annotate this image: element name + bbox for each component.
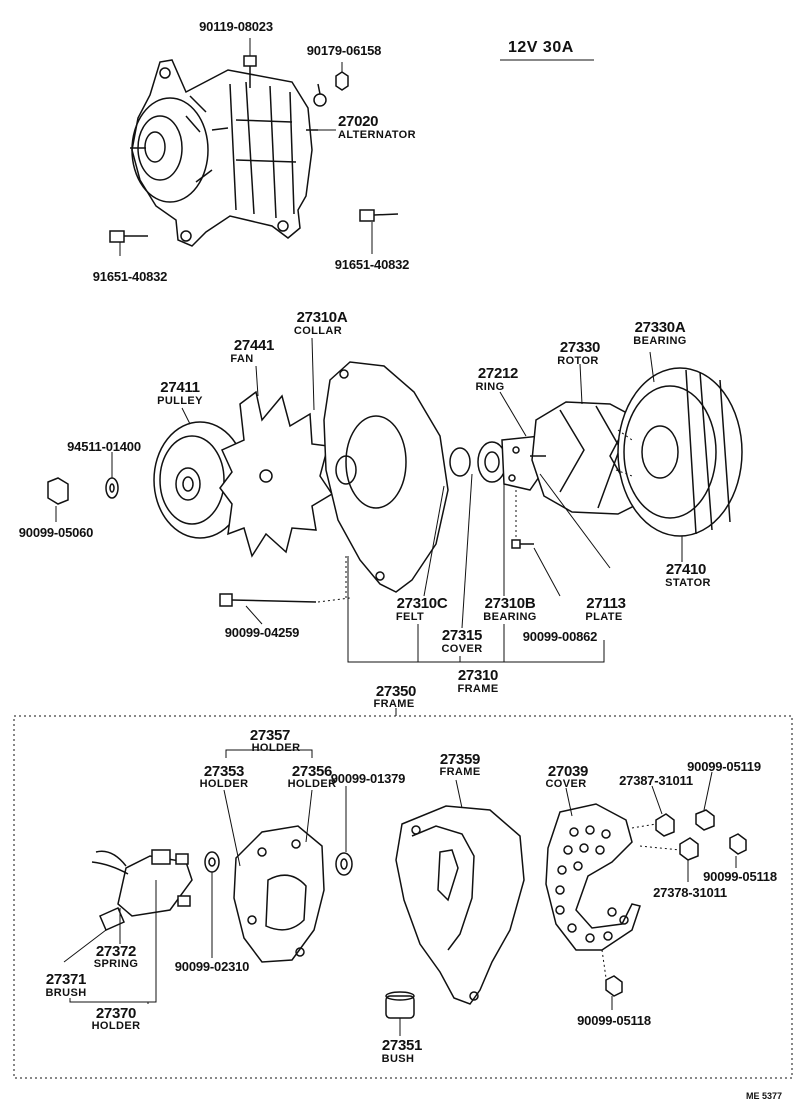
- top-nut-illustration: [335, 62, 349, 91]
- part-name-holder-c: HOLDER: [91, 1020, 141, 1032]
- part-name-bearing-b: BEARING: [483, 611, 537, 623]
- part-number-collar: 27310A: [296, 309, 348, 326]
- part-number-felt: 27310C: [396, 595, 448, 612]
- part-name-holder-a: HOLDER: [199, 778, 249, 790]
- part-number-ring: 27212: [477, 365, 519, 382]
- part-name-pulley: PULLEY: [157, 395, 203, 407]
- part-number-frame: 27310: [457, 667, 499, 684]
- part-number-holder-c: 27370: [95, 1005, 137, 1022]
- part-name-spring: SPRING: [93, 958, 139, 970]
- part-number-insulator-a: 27387-31011: [619, 773, 693, 788]
- part-name-felt: FELT: [395, 611, 425, 623]
- part-name-rectifier-cover: COVER: [545, 778, 587, 790]
- part-name-ring: RING: [475, 381, 505, 393]
- mount-bolt-left-illustration: [109, 230, 148, 256]
- part-number-brush: 27371: [45, 971, 87, 988]
- part-number-bearing-a: 27330A: [634, 319, 686, 336]
- part-name-cover: COVER: [441, 643, 483, 655]
- part-number-plate: 27113: [586, 595, 626, 612]
- through-bolt-illustration: [219, 556, 351, 607]
- part-name-holder-b: HOLDER: [287, 778, 337, 790]
- insulators-illustration: [601, 809, 747, 997]
- part-number-plate-screw: 90099-00862: [522, 629, 598, 644]
- part-number-nut-b: 90099-05118: [703, 869, 777, 884]
- part-name-bush: BUSH: [381, 1053, 415, 1065]
- part-number-mount-bolt-left: 91651-40832: [92, 269, 168, 284]
- part-number-washer: 94511-01400: [67, 439, 141, 454]
- part-number-cover: 27315: [441, 627, 483, 644]
- part-number-holder-a: 27353: [203, 763, 245, 780]
- part-number-rotor: 27330: [559, 339, 601, 356]
- washer-small-illustration: [105, 477, 119, 499]
- part-number-rear-frame: 27359: [439, 751, 481, 768]
- front-frame-illustration: [323, 361, 449, 593]
- felt-cover-illustration: [449, 441, 507, 483]
- part-number-nut-c: 90099-05118: [577, 1013, 651, 1028]
- part-number-top-nut: 90179-06158: [306, 43, 382, 58]
- part-number-stator: 27410: [665, 561, 707, 578]
- part-number-nut-a: 90099-05119: [687, 759, 761, 774]
- part-number-washer-right: 90099-01379: [330, 771, 406, 786]
- reference-code: ME 5377: [746, 1091, 783, 1101]
- plate-screw-illustration: [511, 490, 534, 549]
- part-number-top-bolt: 90119-08023: [199, 19, 273, 34]
- part-name-brush: BRUSH: [45, 987, 87, 999]
- part-number-insulator-b: 27378-31011: [653, 885, 727, 900]
- part-number-frame-group: 27350: [375, 683, 417, 700]
- part-number-bearing-b: 27310B: [484, 595, 536, 612]
- part-number-holder-group: 27357: [249, 727, 291, 744]
- part-number-fan: 27441: [233, 337, 275, 354]
- part-number-bush: 27351: [381, 1037, 423, 1054]
- stator-illustration: [615, 367, 743, 537]
- part-name-plate: PLATE: [585, 611, 623, 623]
- part-name-rear-frame: FRAME: [439, 766, 481, 778]
- part-name-holder-group: HOLDER: [251, 742, 301, 754]
- top-bolt-illustration: [243, 38, 257, 88]
- part-number-pulley-nut: 90099-05060: [18, 525, 94, 540]
- brush-holder-illustration: [91, 849, 193, 931]
- part-number-alternator: 27020: [338, 113, 379, 130]
- part-name-frame: FRAME: [457, 683, 499, 695]
- rectifier-cover-illustration: [545, 803, 641, 951]
- mount-bolt-right-illustration: [359, 209, 399, 254]
- spec-label: 12V 30A: [508, 39, 574, 56]
- part-name-frame-group: FRAME: [373, 698, 415, 710]
- part-name-rotor: ROTOR: [557, 355, 599, 367]
- part-name-bearing-a: BEARING: [633, 335, 687, 347]
- bush-illustration: [385, 991, 415, 1019]
- fan-illustration: [219, 390, 334, 558]
- rear-frame-illustration: [395, 805, 525, 1005]
- part-name-collar: COLLAR: [293, 325, 343, 337]
- lower-leaders: [63, 771, 737, 1036]
- holder-plate-illustration: [233, 825, 325, 963]
- pulley-nut-illustration: [47, 477, 69, 505]
- part-number-pulley: 27411: [160, 379, 200, 396]
- small-washers-illustration: [204, 851, 353, 876]
- part-number-rectifier-cover: 27039: [547, 763, 589, 780]
- alternator-illustration: [130, 59, 318, 247]
- part-name-fan: FAN: [230, 353, 254, 365]
- terminal-ring-illustration: [313, 83, 327, 107]
- middle-leaders: [55, 337, 683, 663]
- part-number-spring: 27372: [95, 943, 137, 960]
- holder-group-bracket: [225, 749, 313, 758]
- part-number-through-bolt: 90099-04259: [224, 625, 300, 640]
- part-number-washer-left: 90099-02310: [174, 959, 250, 974]
- part-number-mount-bolt-right: 91651-40832: [334, 257, 410, 272]
- part-name-stator: STATOR: [665, 577, 711, 589]
- part-number-holder-b: 27356: [291, 763, 333, 780]
- part-name-alternator: ALTERNATOR: [338, 129, 416, 141]
